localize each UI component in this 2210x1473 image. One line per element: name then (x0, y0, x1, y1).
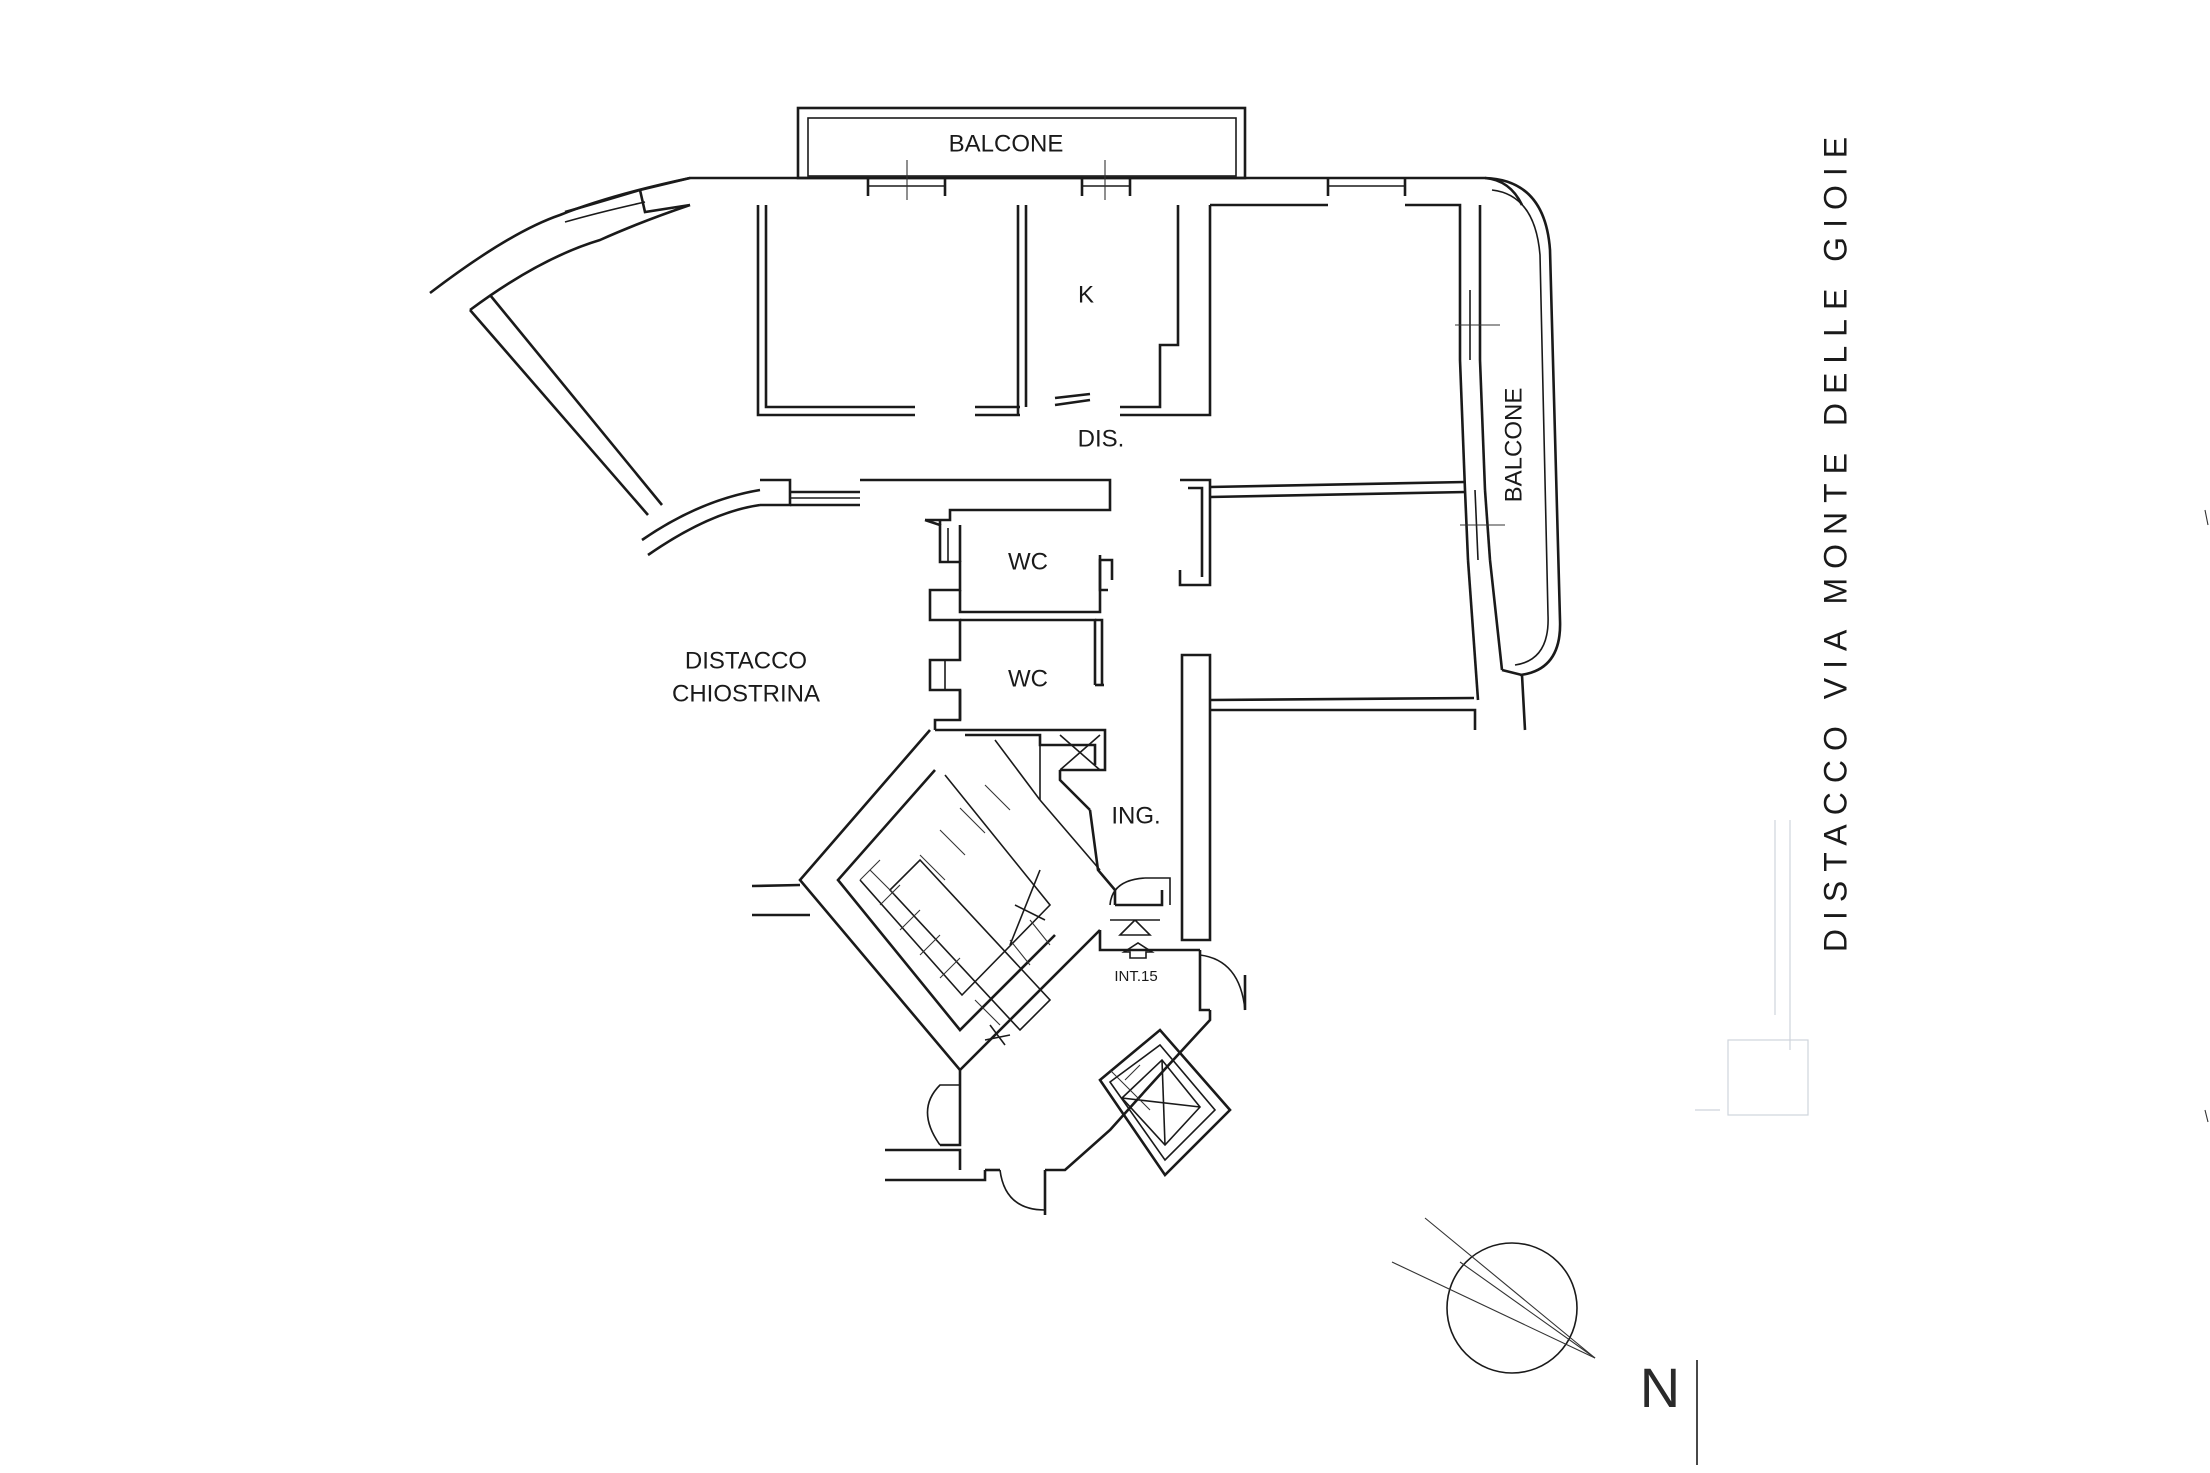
room-label-corridor: DIS. (1078, 425, 1125, 452)
wc-block (924, 518, 1114, 730)
room-label-balcone-top: BALCONE (949, 130, 1064, 157)
room-label-balcone-right: BALCONE (1500, 388, 1527, 503)
street-distance-label: DISTACCO VIA MONTE DELLE GIOIE (1817, 128, 1853, 952)
watermark (1695, 820, 1809, 1116)
edge-ticks (2204, 509, 2209, 1123)
room-label-chiostrina: CHIOSTRINA (672, 680, 820, 707)
lower-left-walls (751, 883, 1047, 1215)
door-swings (1109, 877, 1210, 941)
room-label-distacco: DISTACCO (685, 647, 807, 674)
entry-arrow-icon (1121, 942, 1155, 959)
north-label: N (1640, 1356, 1680, 1419)
west-wing (469, 294, 1112, 557)
interior-walls-east (1178, 478, 1477, 942)
unit-number-label: INT.15 (1114, 968, 1157, 985)
exterior-wall-north (429, 160, 1524, 312)
east-wall (1455, 290, 1527, 731)
interior-walls-top (756, 203, 1482, 417)
room-label-wc-upper: WC (1008, 548, 1048, 575)
landing-lift (1045, 930, 1247, 1178)
north-compass-icon (1391, 1217, 1698, 1465)
balcony-right (1484, 176, 1562, 677)
room-label-kitchen: K (1078, 281, 1094, 308)
stairwell (798, 729, 1101, 1072)
room-label-entrance: ING. (1111, 802, 1160, 829)
room-label-wc-lower: WC (1008, 665, 1048, 692)
entrance-block (935, 728, 1164, 936)
